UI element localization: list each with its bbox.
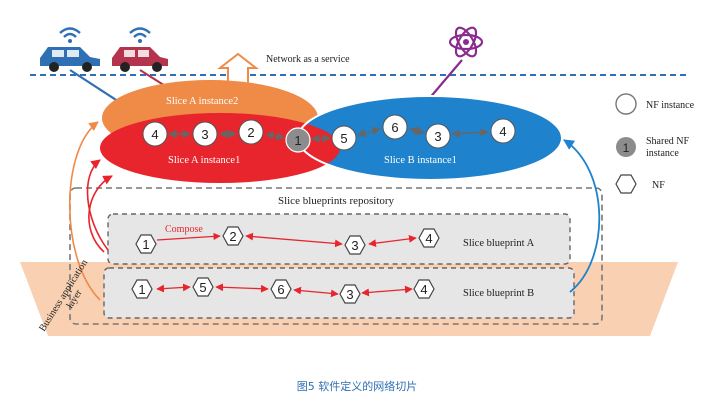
compose-link (156, 232, 221, 241)
compose-arrow (88, 175, 113, 253)
nf-hexagon: 4 (418, 228, 440, 248)
legend-shared-nf-symbol (616, 137, 636, 157)
nf-hexagon: 3 (339, 284, 361, 304)
deploy-arrow-a2 (69, 121, 101, 301)
blueprint-b-link (156, 283, 191, 293)
nf-hexagon: 4 (413, 279, 435, 299)
nf-instance-number: 3 (434, 129, 441, 144)
legend-nf-instance-label: NF instance (646, 100, 695, 111)
repository-title: Slice blueprints repository (278, 195, 395, 207)
nf-number: 6 (277, 282, 284, 297)
wifi-icon (129, 27, 151, 43)
car-icon (40, 47, 100, 72)
shared-nf-number: 1 (294, 133, 301, 148)
slice-b-link (409, 126, 425, 136)
slice-b-link (311, 134, 331, 143)
compose-label: Compose (165, 224, 203, 235)
slice-a-instance2-label: Slice A instance2 (166, 96, 238, 107)
slice-b-link (451, 128, 489, 138)
blueprints-repository-box (69, 187, 603, 325)
nf-instance-number: 4 (151, 127, 158, 142)
blueprint-a-link (368, 235, 417, 247)
network-service-label: Network as a service (266, 54, 350, 65)
nf-instance-node: 5 (331, 125, 357, 151)
wifi-icon (59, 27, 81, 43)
blueprint-b-panel (103, 267, 575, 319)
nf-hexagon: 1 (131, 279, 153, 299)
nf-instance-node: 4 (490, 118, 516, 144)
nf-instance-node: 2 (238, 119, 264, 145)
link-atom (427, 59, 463, 101)
legend-nf-instance-symbol (615, 93, 637, 115)
deploy-arrow-a1 (86, 159, 109, 251)
blueprint-a-link (245, 232, 343, 248)
legend-nf-label: NF (652, 180, 665, 191)
legend-shared-nf-label: Shared NF (646, 136, 689, 147)
slice-b-link (357, 126, 381, 138)
nf-number: 4 (420, 282, 427, 297)
nf-instance-node: 6 (382, 114, 408, 140)
nf-number: 5 (199, 280, 206, 295)
figure-caption: 图5 软件定义的网络切片 (296, 380, 418, 393)
slice-a-instance1-label: Slice A instance1 (168, 155, 240, 166)
nf-hexagon: 1 (135, 234, 157, 254)
nf-hexagon: 3 (344, 235, 366, 255)
nf-instance-number: 5 (340, 131, 347, 146)
nf-number: 4 (425, 231, 432, 246)
deploy-arrow-b (563, 139, 601, 293)
nf-hexagon: 6 (270, 279, 292, 299)
nf-hexagon: 5 (192, 277, 214, 297)
nf-number: 2 (229, 229, 236, 244)
legend-shared-nf-number: 1 (623, 141, 630, 155)
nf-instance-node: 3 (425, 123, 451, 149)
nf-hexagon: 2 (222, 226, 244, 246)
nf-number: 1 (138, 282, 145, 297)
nf-instance-node: 4 (142, 121, 168, 147)
nf-number: 3 (351, 238, 358, 253)
legend-nf-symbol (615, 174, 637, 194)
blueprint-b-link (215, 283, 269, 293)
legend: NF instance 1 Shared NF instance NF (615, 93, 695, 194)
blueprint-b-link (293, 286, 339, 298)
nf-instance-number: 3 (201, 127, 208, 142)
nf-instance-node: 3 (192, 121, 218, 147)
blueprint-b-label: Slice blueprint B (463, 288, 534, 299)
slice-b-instance1-label: Slice B instance1 (384, 155, 457, 166)
legend-shared-nf-label-2: instance (646, 148, 679, 159)
nf-instance-number: 4 (499, 124, 506, 139)
slice-a-link (265, 131, 285, 141)
nf-instance-number: 6 (391, 120, 398, 135)
atom-icon (448, 26, 484, 58)
shared-nf-node: 1 (285, 127, 311, 153)
blueprint-a-label: Slice blueprint A (463, 238, 535, 249)
nf-instance-number: 2 (247, 125, 254, 140)
blueprint-b-link (361, 285, 413, 297)
nf-number: 1 (142, 237, 149, 252)
car-icon (112, 47, 168, 72)
nf-number: 3 (346, 287, 353, 302)
